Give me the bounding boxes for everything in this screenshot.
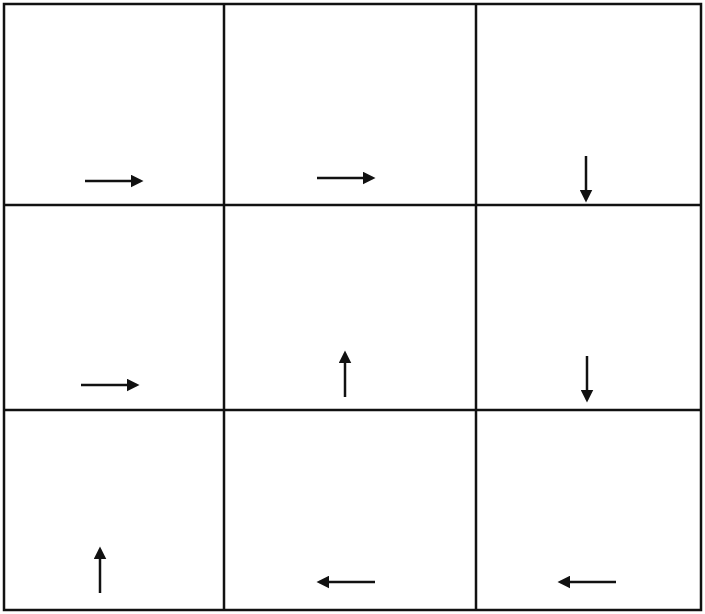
arrows: [81, 156, 616, 593]
